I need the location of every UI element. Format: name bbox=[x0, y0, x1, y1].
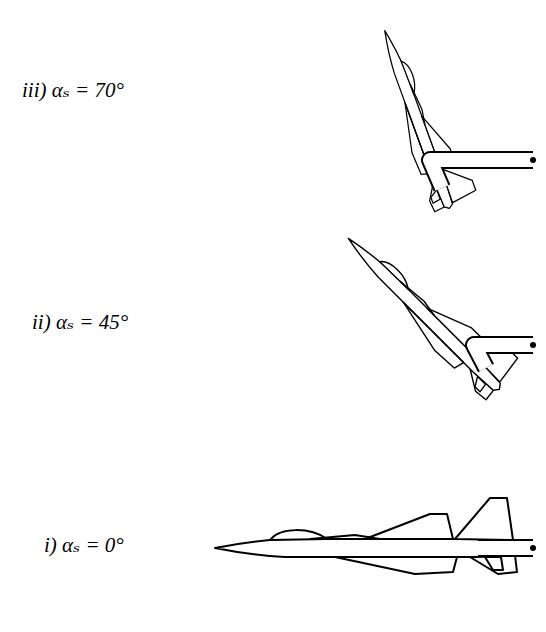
sting-support bbox=[478, 541, 533, 555]
angle-label: ii) αₛ = 45° bbox=[32, 310, 128, 335]
aircraft-model bbox=[335, 214, 524, 403]
sting-support bbox=[478, 539, 533, 557]
sting-end bbox=[530, 342, 536, 348]
sting-support bbox=[474, 345, 533, 368]
sting-end bbox=[530, 157, 536, 163]
sting-end bbox=[530, 545, 536, 551]
sting-support bbox=[430, 160, 533, 188]
angle-label: iii) αₛ = 70° bbox=[22, 78, 124, 103]
sting-support bbox=[474, 345, 533, 368]
aircraft-model bbox=[370, 20, 479, 214]
aircraft-model bbox=[215, 498, 520, 574]
angle-label: i) αₛ = 0° bbox=[44, 533, 124, 558]
sting-support bbox=[430, 160, 533, 188]
